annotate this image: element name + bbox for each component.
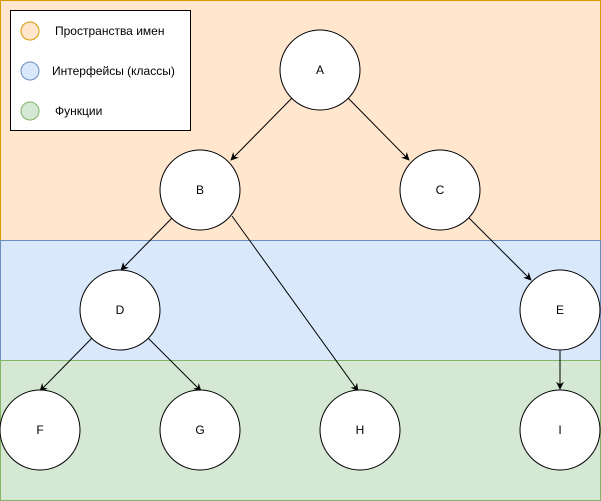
- edge-d-f: [39, 337, 93, 392]
- nodes: A B C D E F G H: [0, 29, 601, 471]
- node-b: B: [159, 149, 241, 231]
- edge-b-h: [231, 215, 359, 392]
- node-a: A: [279, 29, 361, 111]
- legend-label-namespaces: Пространства имен: [55, 24, 164, 38]
- node-d-label: D: [116, 303, 125, 317]
- node-g-label: G: [195, 423, 204, 437]
- node-c-label: C: [436, 183, 445, 197]
- node-d: D: [79, 269, 161, 351]
- legend: Пространства имен Интерфейсы (классы) Фу…: [10, 10, 191, 131]
- node-g: G: [159, 389, 241, 471]
- node-b-label: B: [196, 183, 204, 197]
- legend-swatch-namespaces: [20, 21, 40, 41]
- edge-a-b: [230, 97, 293, 161]
- node-f-label: F: [36, 423, 43, 437]
- node-h-label: H: [356, 423, 365, 437]
- legend-swatch-interfaces: [20, 61, 40, 81]
- functions-band: [0, 360, 601, 501]
- legend-swatch-functions: [20, 101, 40, 121]
- node-i-label: I: [558, 423, 561, 437]
- node-c: C: [399, 149, 481, 231]
- edge-d-g: [147, 337, 202, 392]
- edge-b-d: [120, 217, 173, 271]
- edge-a-c: [347, 97, 410, 161]
- edges: [39, 97, 564, 392]
- node-e: E: [519, 269, 601, 351]
- legend-label-functions: Функции: [55, 104, 102, 118]
- edge-c-e: [468, 217, 532, 281]
- node-i: I: [519, 389, 601, 471]
- legend-box: [10, 10, 191, 131]
- node-e-label: E: [556, 303, 564, 317]
- node-f: F: [0, 389, 81, 471]
- node-a-label: A: [316, 63, 324, 77]
- node-h: H: [319, 389, 401, 471]
- legend-label-interfaces: Интерфейсы (классы): [52, 64, 175, 78]
